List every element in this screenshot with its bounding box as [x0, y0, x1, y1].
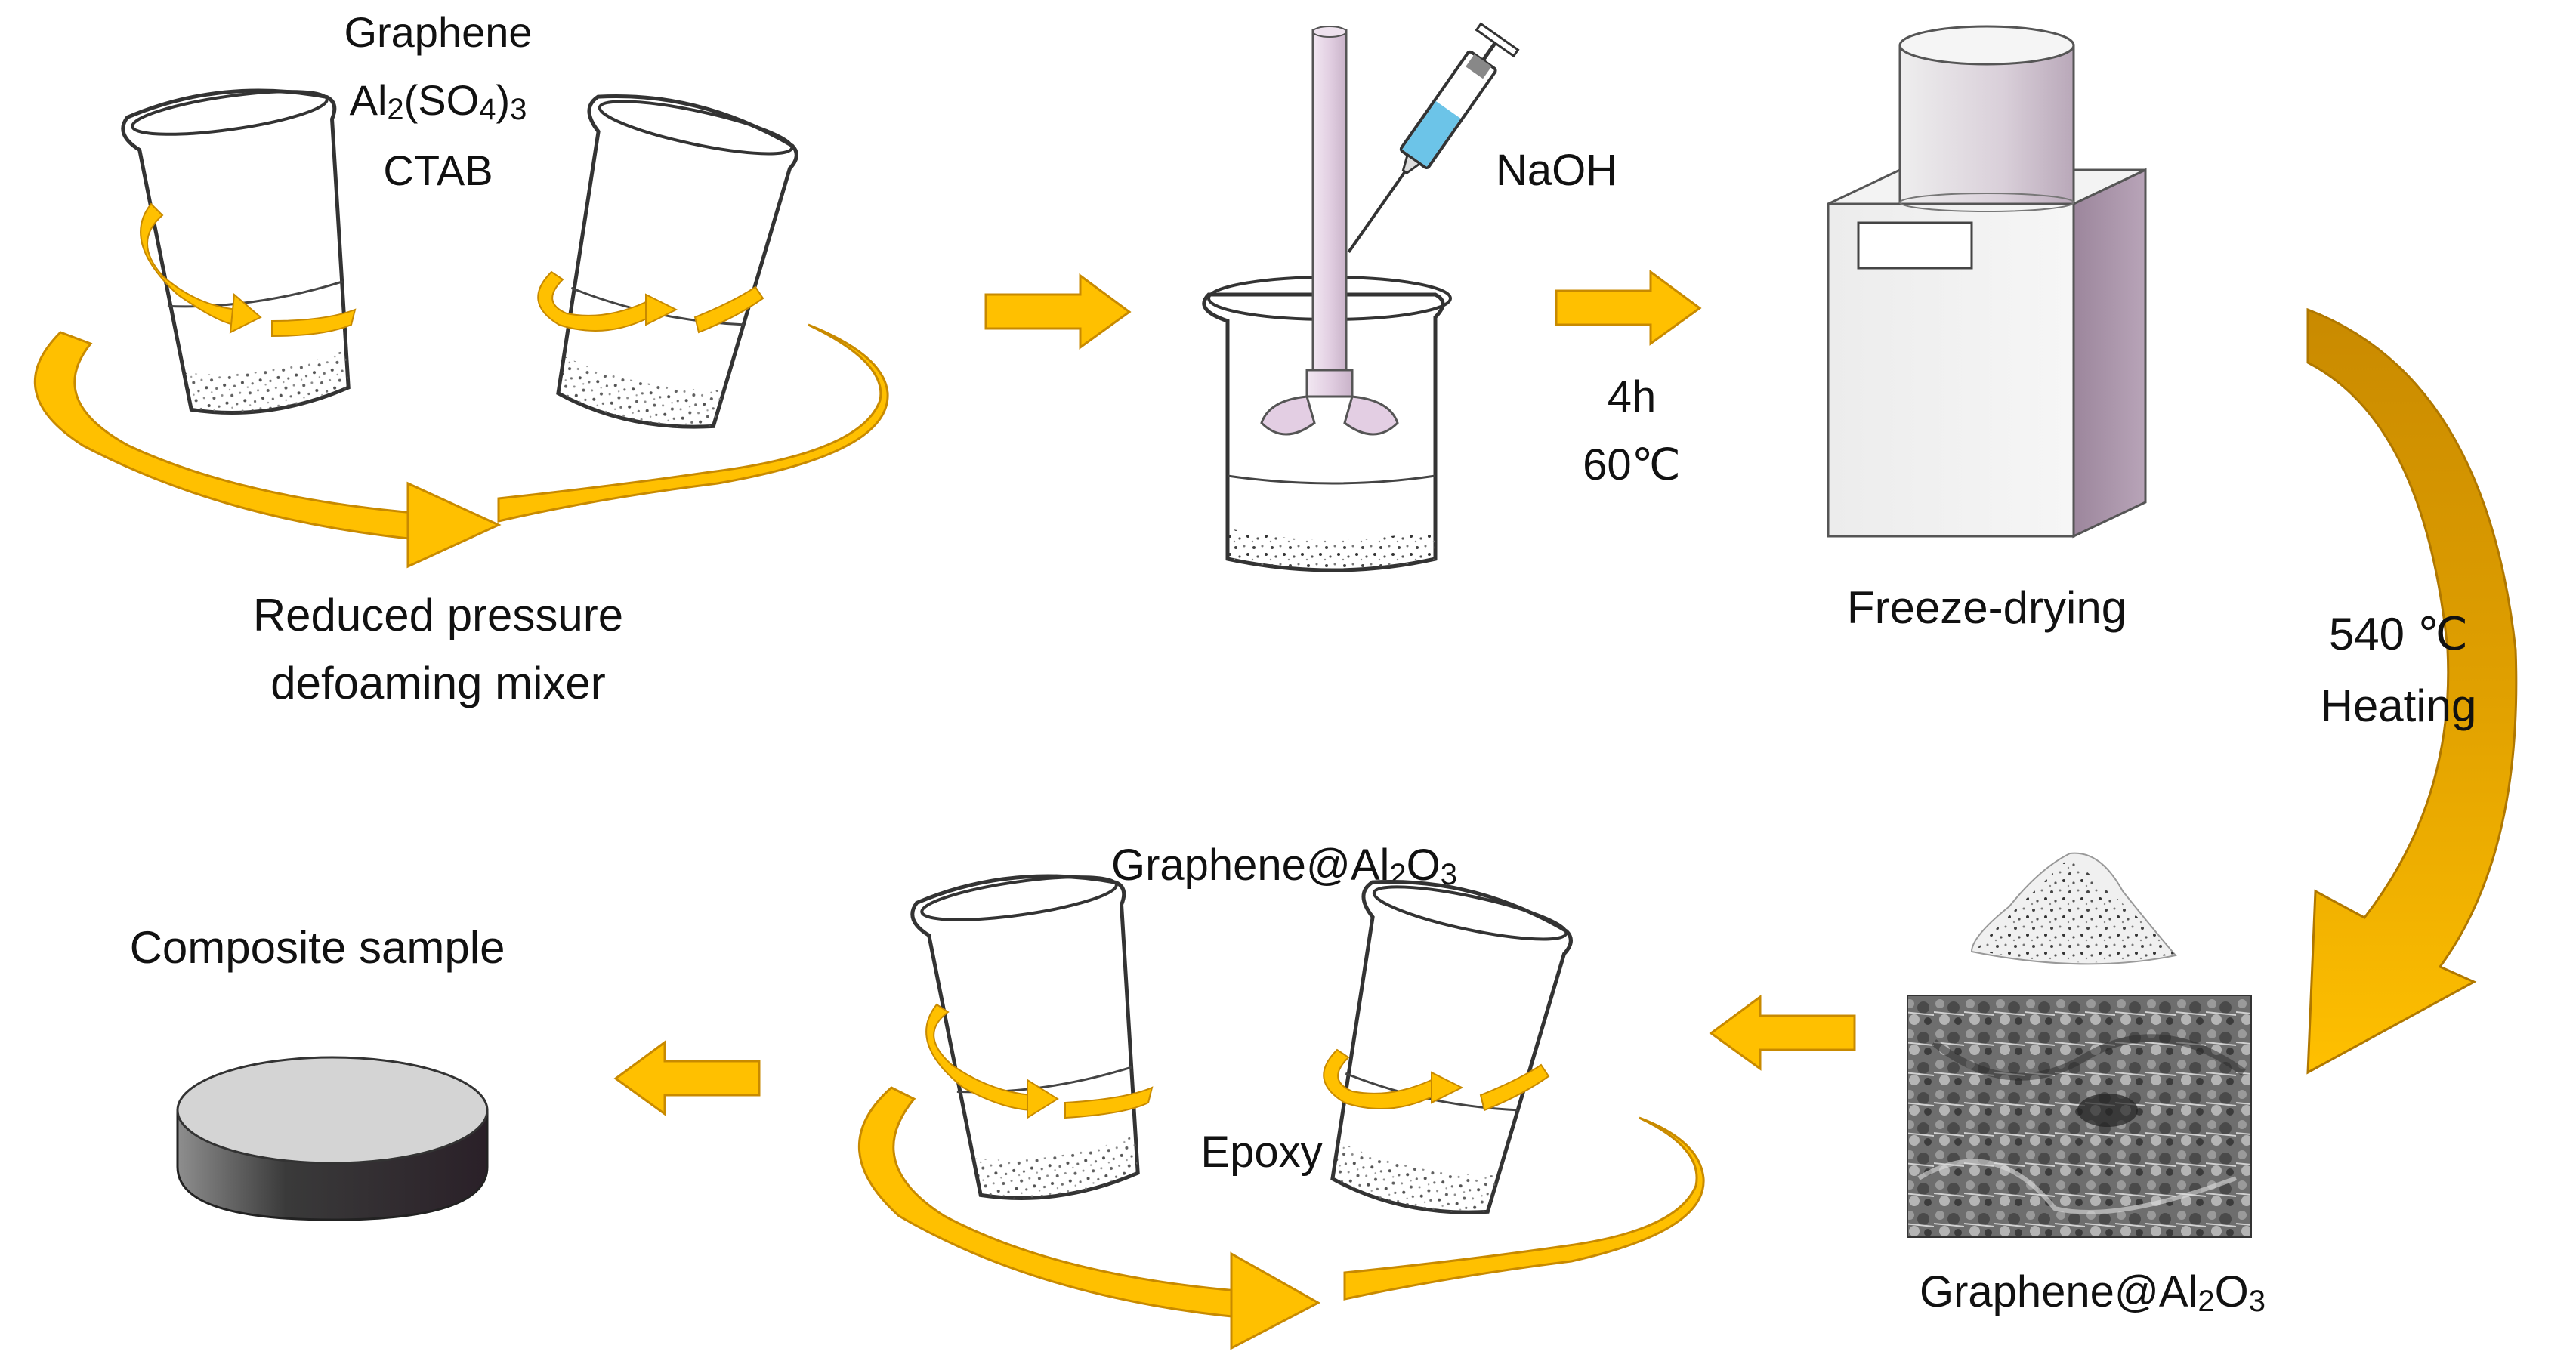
sem-micrograph-icon — [1907, 995, 2252, 1238]
reagent-graphene: Graphene — [344, 8, 532, 56]
stirred-beaker-icon — [1202, 26, 1452, 572]
flow-arrow-4 — [613, 1040, 761, 1116]
heating-label: Heating — [2321, 680, 2477, 731]
step5-product: Graphene@Al2O3 — [1907, 852, 2266, 1318]
step1-mixer: Graphene Al2(SO4)3 CTAB Reduced pressure… — [33, 8, 889, 708]
temperature-label: 60℃ — [1583, 440, 1681, 489]
syringe-icon — [1347, 22, 1520, 253]
reagent-ctab: CTAB — [383, 147, 493, 194]
naoh-label: NaOH — [1496, 146, 1617, 195]
beaker-pair-icon — [120, 77, 803, 443]
freeze-drying-label: Freeze-drying — [1847, 582, 2127, 633]
epoxy-label: Epoxy — [1200, 1128, 1322, 1177]
powder-pile-icon — [1970, 852, 2177, 965]
mixer-orbit-arrow — [33, 323, 889, 569]
step2-stirring: NaOH — [1202, 22, 1617, 572]
mixer-label-line1: Reduced pressure — [253, 590, 623, 640]
mixer-label-line2: defoaming mixer — [270, 658, 606, 708]
rotation-arrows — [140, 202, 764, 338]
heating-curve-arrow — [2306, 307, 2518, 1075]
product-label: Graphene@Al2O3 — [1920, 1267, 2266, 1318]
time-label: 4h — [1608, 372, 1657, 421]
step3-freeze-drying: Freeze-drying — [1827, 25, 2147, 633]
step7-composite: Composite sample — [130, 922, 505, 1221]
flow-arrow-1 — [984, 273, 1132, 350]
freeze-dryer-icon — [1827, 25, 2147, 539]
composite-disc-icon — [176, 1056, 489, 1221]
composite-label: Composite sample — [130, 922, 505, 973]
step6-epoxy-mixing: Graphene@Al2O3 Epoxy — [858, 841, 1705, 1350]
flow-arrow-3 — [1709, 995, 1856, 1071]
flow-arrow-2 — [1555, 270, 1702, 346]
mixer-orbit-arrow-2 — [858, 1086, 1705, 1350]
heating-temperature: 540 ℃ — [2329, 609, 2468, 659]
reagent-aluminium-sulfate: Al2(SO4)3 — [350, 76, 527, 126]
step4-heating: 540 ℃ Heating — [2306, 307, 2518, 1075]
rotation-arrows-2 — [925, 1003, 1550, 1119]
